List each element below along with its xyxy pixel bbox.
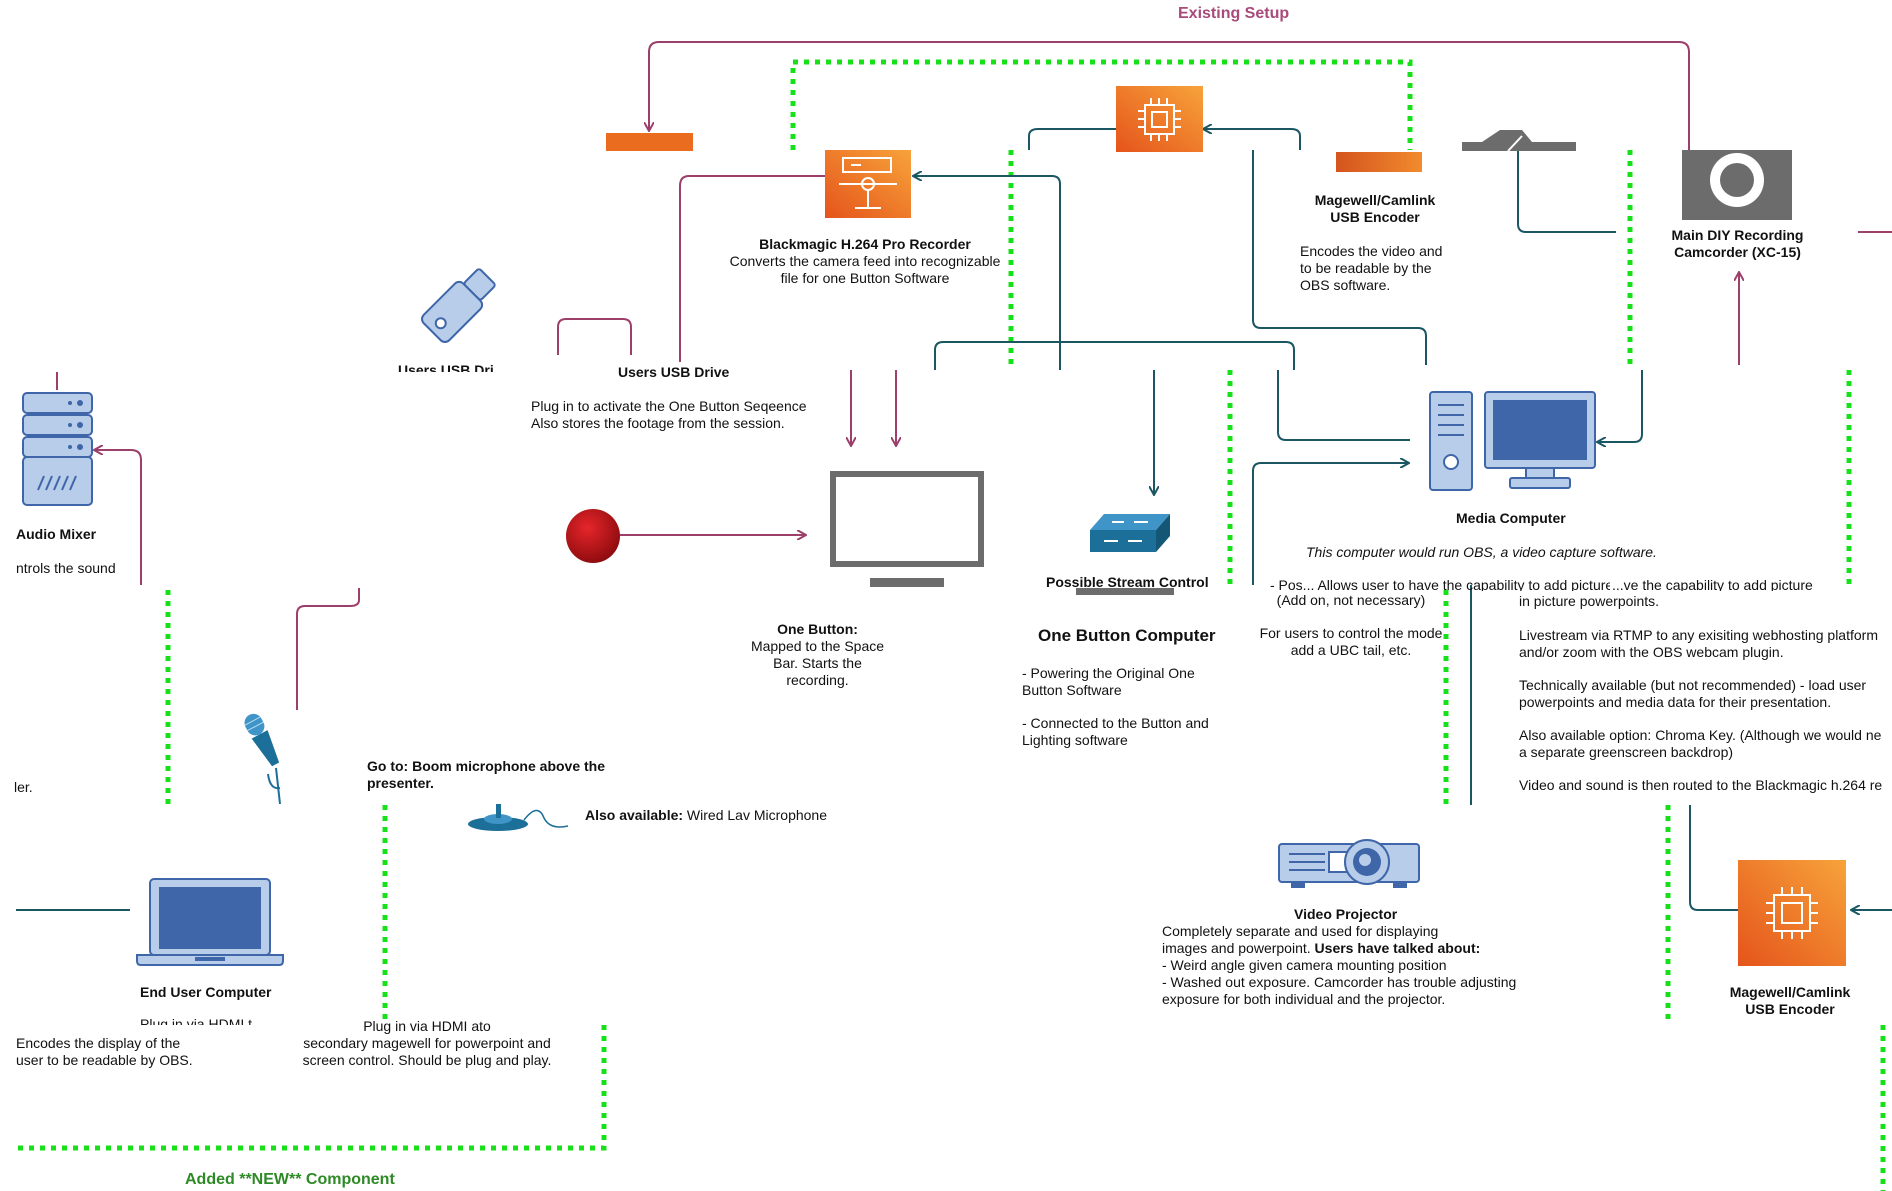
magewell-bottom-title-1: Magewell/Camlink: [1729, 984, 1851, 1000]
desktop-computer-icon: [1428, 390, 1598, 492]
stream-notes-2: For users to control the mode: [1259, 625, 1443, 641]
media-notes-p4-1: Also available option: Chroma Key. (Alth…: [1519, 727, 1882, 743]
magewell-top-desc-2: to be readable by the: [1300, 260, 1432, 276]
hdmi-notes-1: Plug in via HDMI ato: [363, 1018, 491, 1034]
blackmagic-desc-2: file for one Button Software: [780, 270, 950, 286]
hdmi-notes-3: screen control. Should be plug and play.: [302, 1052, 552, 1068]
camcorder-title-1: Main DIY Recording: [1671, 227, 1804, 243]
projector-desc-2: images and powerpoint. Users have talked…: [1162, 940, 1480, 957]
lav-microphone-icon: [466, 800, 570, 832]
media-notes-p1: in picture powerpoints.: [1519, 593, 1660, 609]
switch-base-bar: [1076, 588, 1174, 595]
media-notes-p4-2: a separate greenscreen backdrop): [1519, 744, 1734, 760]
obc-bullet2-2: Lighting software: [1022, 732, 1128, 748]
usb-drive-title: Users USB Drive: [618, 364, 730, 380]
stream-notes-overlap: - Pos... Allows user to have the capabil…: [1270, 577, 1610, 591]
media-notes-p2-1: Livestream via RTMP to any exisiting web…: [1519, 627, 1878, 643]
mic-also-value: Wired Lav Microphone: [683, 807, 827, 823]
server-rack-icon: [20, 390, 95, 508]
obc-bullet2-1: - Connected to the Button and: [1022, 715, 1209, 731]
network-switch-icon: [1090, 512, 1170, 554]
orange-device-bar: [1336, 152, 1422, 172]
end-user-desc-1: Encodes the display of the: [16, 1035, 181, 1051]
media-computer-title: Media Computer: [1456, 510, 1566, 526]
usb-clipped-label: Users USB Dri...: [398, 362, 503, 372]
red-button-icon: [565, 508, 621, 564]
hdmi-notes-2: secondary magewell for powerpoint and: [303, 1035, 551, 1051]
usb-drive-desc-2: Also stores the footage from the session…: [531, 415, 785, 431]
magewell-bottom-title-2: USB Encoder: [1745, 1001, 1835, 1017]
capture-cable-icon: [1462, 126, 1576, 154]
camera-icon: [1682, 150, 1792, 220]
mic-also-available: Also available: Wired Lav Microphone: [585, 807, 827, 824]
magewell-top-title-1: Magewell/Camlink: [1314, 192, 1436, 208]
media-notes-p3-2: powerpoints and media data for their pre…: [1519, 694, 1832, 710]
processor-chip-icon: [1116, 86, 1203, 152]
projector-desc-2-bold: Users have talked about:: [1314, 940, 1481, 956]
mic-goto-1: Go to: Boom microphone above the: [367, 758, 606, 774]
one-button-computer-title: One Button Computer: [1038, 626, 1216, 645]
recorder-box-icon: [825, 150, 911, 218]
end-user-clipped: Plug in via HDMI t...: [140, 1016, 264, 1025]
blackmagic-desc-1: Converts the camera feed into recognizab…: [729, 253, 1001, 269]
end-user-title: End User Computer: [140, 984, 272, 1000]
audio-mixer-title: Audio Mixer: [16, 526, 97, 542]
stream-notes-1: (Add on, not necessary): [1276, 592, 1426, 608]
added-component-boundary: [18, 59, 1886, 1191]
projector-bullet-3: exposure for both individual and the pro…: [1162, 991, 1446, 1007]
mic-goto-2: presenter.: [367, 775, 434, 791]
media-notes-p5: Video and sound is then routed to the Bl…: [1519, 777, 1883, 793]
one-button-desc-2: Bar. Starts the: [773, 655, 862, 671]
mic-also-label: Also available:: [585, 807, 684, 823]
processor-chip-icon: [1738, 860, 1846, 966]
magewell-top-title-2: USB Encoder: [1330, 209, 1420, 225]
media-notes-overlap: ...ve the capability to add picture: [1612, 577, 1813, 591]
usb-drive-desc-1: Plug in to activate the One Button Seqee…: [531, 398, 807, 414]
magewell-top-desc-3: OBS software.: [1300, 277, 1391, 293]
one-button-title: One Button:: [777, 621, 858, 637]
left-fragment-text: ler.: [14, 779, 33, 795]
stream-notes-3: add a UBC tail, etc.: [1290, 642, 1412, 658]
media-computer-note: This computer would run OBS, a video cap…: [1306, 544, 1657, 560]
monitor-icon: [830, 471, 984, 587]
obc-bullet1-2: Button Software: [1022, 682, 1122, 698]
laptop-icon: [135, 877, 285, 967]
microphone-icon: [240, 708, 300, 805]
obc-bullet1-1: - Powering the Original One: [1022, 665, 1195, 681]
projector-icon: [1277, 832, 1421, 890]
camcorder-title-2: Camcorder (XC-15): [1674, 244, 1801, 260]
one-button-desc-1: Mapped to the Space: [750, 638, 885, 654]
projector-desc-2-text: images and powerpoint.: [1162, 940, 1315, 956]
projector-bullet-2: - Washed out exposure. Camcorder has tro…: [1162, 974, 1517, 990]
blackmagic-title: Blackmagic H.264 Pro Recorder: [759, 236, 971, 252]
audio-mixer-desc: ntrols the sound: [16, 560, 116, 576]
usb-drive-icon: [412, 262, 502, 352]
media-notes-p3-1: Technically available (but not recommend…: [1519, 677, 1867, 693]
magewell-top-desc-1: Encodes the video and: [1300, 243, 1443, 259]
end-user-desc-2: user to be readable by OBS.: [16, 1052, 193, 1068]
projector-desc-1: Completely separate and used for display…: [1162, 923, 1439, 939]
media-notes-p2-2: and/or zoom with the OBS webcam plugin.: [1519, 644, 1784, 660]
added-component-header: Added **NEW** Component: [185, 1171, 395, 1188]
stream-control-title: Possible Stream Control: [1046, 574, 1209, 590]
one-button-desc-3: recording.: [786, 672, 849, 688]
projector-title: Video Projector: [1294, 906, 1398, 922]
orange-device-bar: [606, 133, 693, 151]
projector-bullet-1: - Weird angle given camera mounting posi…: [1162, 957, 1447, 973]
existing-setup-header: Existing Setup: [1178, 5, 1290, 22]
